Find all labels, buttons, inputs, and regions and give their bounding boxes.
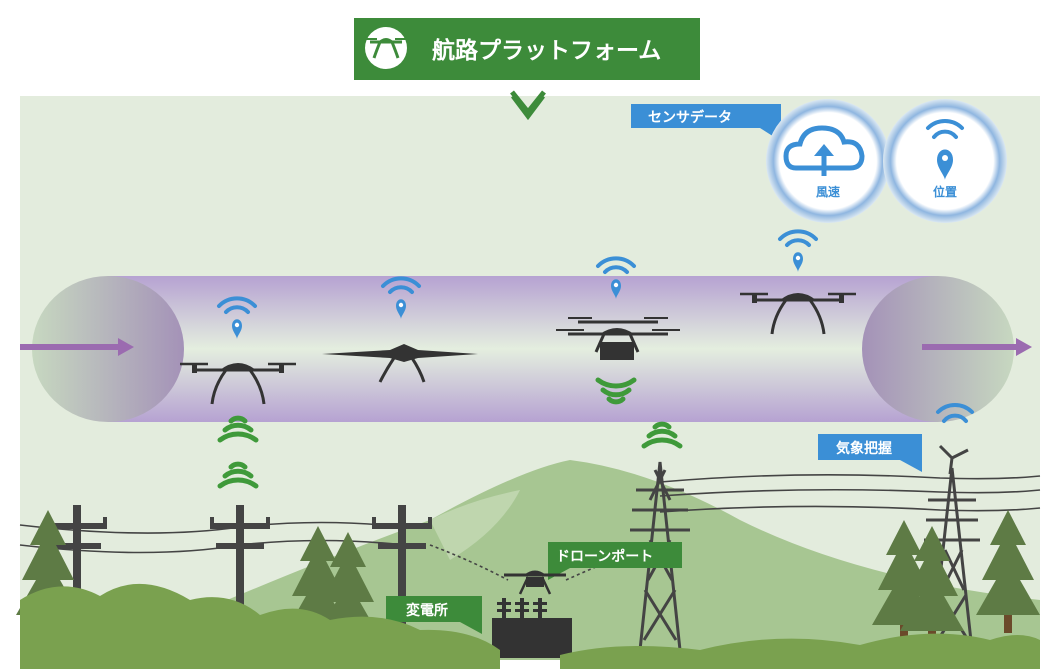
entry-arrow <box>20 338 134 356</box>
weather-label: 気象把握 <box>836 440 892 457</box>
sensor-position: 位置 <box>883 99 1007 223</box>
location-signal-icon <box>926 118 964 180</box>
sensor-wind-label: 風速 <box>816 184 840 199</box>
cloud-upload-icon <box>783 125 865 176</box>
power-lines <box>19 474 1041 581</box>
fixed-wing-drone <box>322 344 478 383</box>
drone-icon <box>365 27 407 69</box>
drone-port-tag: ドローンポート <box>548 542 682 580</box>
chevron-down-icon <box>511 94 545 121</box>
sensor-data-tag: センサデータ <box>631 104 782 142</box>
weather-tag: 気象把握 <box>818 434 922 472</box>
sensor-data-label: センサデータ <box>648 109 732 126</box>
sensor-wind-speed: 風速 <box>766 99 890 223</box>
drone-port-label: ドローンポート <box>556 548 653 565</box>
header-title: 航路プラットフォーム <box>432 37 661 64</box>
signal-icon <box>936 402 974 423</box>
substation-label: 変電所 <box>406 602 448 619</box>
ground-bushes <box>0 583 1040 669</box>
cargo-drone <box>556 317 680 360</box>
sensor-position-label: 位置 <box>933 184 957 199</box>
mountain-highlight <box>430 490 520 560</box>
port-drone <box>504 570 566 595</box>
substation <box>492 598 572 658</box>
route-tunnel <box>32 276 1014 422</box>
exit-arrow <box>922 338 1032 356</box>
header-banner: 航路プラットフォーム <box>354 18 700 117</box>
substation-tag: 変電所 <box>386 596 482 634</box>
